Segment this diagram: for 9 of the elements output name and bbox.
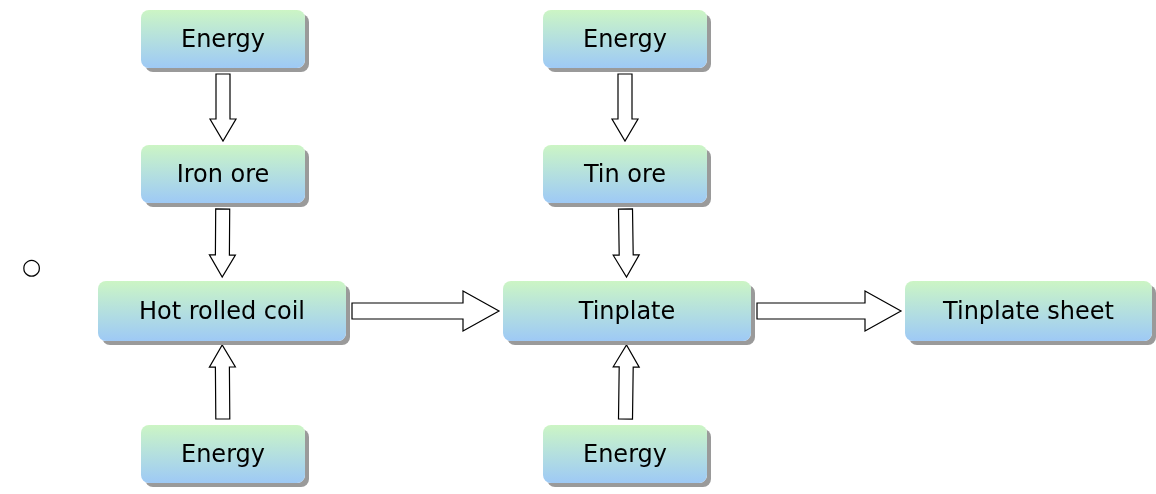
bullet-mark: ○	[22, 256, 42, 278]
block-arrow	[208, 208, 237, 279]
block-arrow	[610, 73, 640, 143]
block-arrow	[208, 73, 238, 143]
block-arrow	[351, 290, 501, 332]
block-arrow	[612, 208, 641, 279]
block-arrow	[756, 290, 903, 332]
block-arrow	[208, 343, 237, 420]
block-arrow	[612, 343, 641, 420]
